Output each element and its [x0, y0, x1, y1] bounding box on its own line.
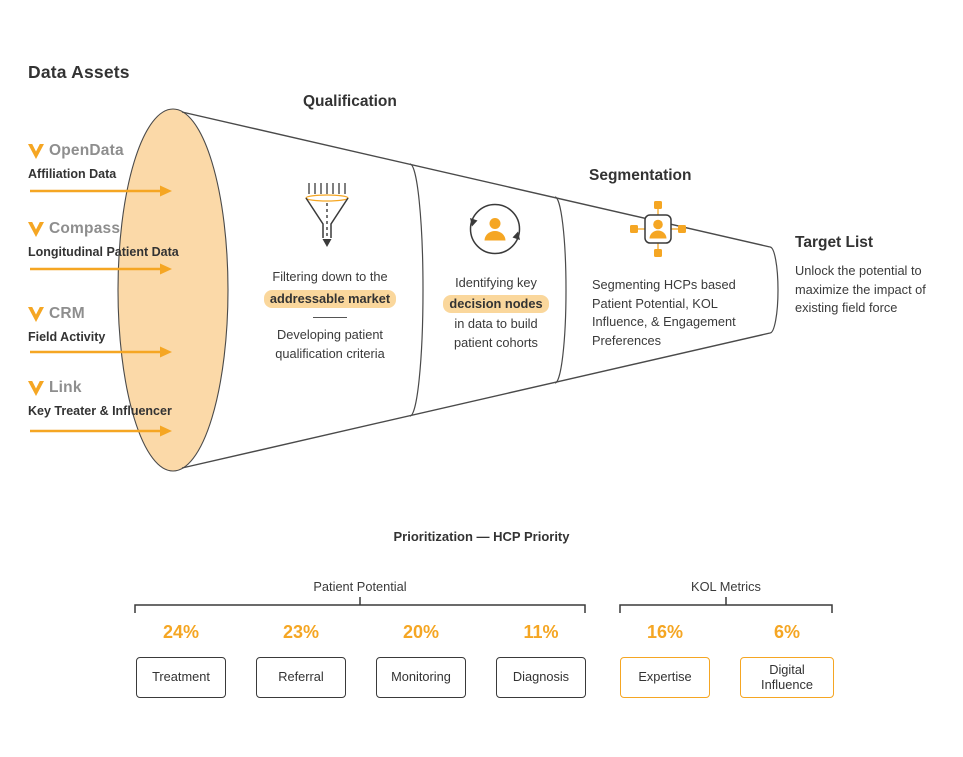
- arrow-longitudinal-head: [160, 263, 172, 275]
- qualification-divider-line: [313, 317, 347, 319]
- decision-highlight: decision nodes: [443, 294, 549, 314]
- pct-diagnosis: 11%: [523, 622, 559, 642]
- stage-target-text: Unlock the potential to maximize the imp…: [795, 263, 926, 316]
- pct-referral: 23%: [282, 622, 320, 642]
- asset-label-field-activity: Field Activity: [28, 330, 106, 344]
- pct-expertise: 16%: [646, 622, 684, 642]
- box-monitoring: Monitoring: [376, 657, 466, 698]
- funnel-divider-1: [409, 163, 424, 417]
- opendata-logo-row: OpenData: [28, 142, 124, 160]
- box-diagnosis: Diagnosis: [496, 657, 586, 698]
- data-asset-link: Link Key Treater & Influencer: [28, 379, 172, 418]
- pct-monitoring: 20%: [402, 622, 440, 642]
- product-name-opendata: OpenData: [49, 142, 124, 159]
- asset-label-key-treater: Key Treater & Influencer: [28, 404, 172, 418]
- product-name-compass: Compass: [49, 220, 121, 237]
- stage-title-segmentation: Segmentation: [589, 167, 692, 184]
- asset-label-longitudinal: Longitudinal Patient Data: [28, 245, 179, 259]
- stage-title-qualification: Qualification: [303, 93, 397, 110]
- funnel-top-edge: [181, 111, 771, 248]
- data-asset-compass: Compass Longitudinal Patient Data: [28, 220, 179, 259]
- group-label-patient-potential: Patient Potential: [313, 579, 407, 594]
- arrow-key-treater-head: [160, 425, 172, 437]
- box-digital-influence: Digital Influence: [740, 657, 834, 698]
- funnel-bottom-edge: [181, 332, 771, 469]
- segmentation-network-icon: [630, 201, 686, 257]
- asset-label-affiliation-data: Affiliation Data: [28, 167, 117, 181]
- arrow-field-activity-head: [160, 346, 172, 358]
- veeva-logo-icon: [28, 306, 44, 322]
- crm-logo-row: CRM: [28, 305, 105, 323]
- stage-qualification-text: Filtering down to the addressable market…: [247, 268, 413, 363]
- decision-line2: in data to build patient cohorts: [454, 316, 538, 350]
- box-expertise: Expertise: [620, 657, 710, 698]
- decision-nodes-icon: [469, 203, 521, 255]
- bracket-patient-potential: [134, 597, 586, 613]
- data-flow-arrows: [30, 185, 172, 437]
- data-asset-crm: CRM Field Activity: [28, 305, 105, 344]
- product-name-crm: CRM: [49, 305, 85, 322]
- veeva-logo-icon: [28, 221, 44, 237]
- funnel-mouth-ellipse: [117, 108, 229, 472]
- data-asset-opendata: OpenData Affiliation Data: [28, 142, 124, 181]
- filter-funnel-icon: [305, 183, 349, 247]
- funnel-divider-2: [554, 196, 567, 384]
- compass-logo-row: Compass: [28, 220, 179, 238]
- veeva-logo-icon: [28, 143, 44, 159]
- veeva-logo-icon: [28, 380, 44, 396]
- stage-decision-text: Identifying key decision nodes in data t…: [436, 274, 556, 352]
- product-name-link: Link: [49, 379, 82, 396]
- qualification-highlight: addressable market: [263, 289, 397, 309]
- decision-line1: Identifying key: [455, 275, 537, 290]
- bracket-kol-metrics: [619, 597, 833, 613]
- arrow-affiliation-head: [160, 185, 172, 197]
- group-label-kol-metrics: KOL Metrics: [691, 579, 761, 594]
- pct-digital-influence: 6%: [773, 622, 800, 642]
- box-referral: Referral: [256, 657, 346, 698]
- data-assets-title: Data Assets: [28, 62, 130, 82]
- link-logo-row: Link: [28, 379, 172, 397]
- funnel-exit-rim: [769, 246, 779, 334]
- stage-segmentation-text: Segmenting HCPs based Patient Potential,…: [592, 277, 736, 348]
- stage-title-target-list: Target List: [795, 234, 874, 251]
- qualification-line1: Filtering down to the: [272, 269, 388, 284]
- qualification-line2: Developing patient qualification criteri…: [275, 327, 385, 361]
- prioritization-title: Prioritization — HCP Priority: [393, 529, 570, 544]
- box-treatment: Treatment: [136, 657, 226, 698]
- pct-treatment: 24%: [162, 622, 200, 642]
